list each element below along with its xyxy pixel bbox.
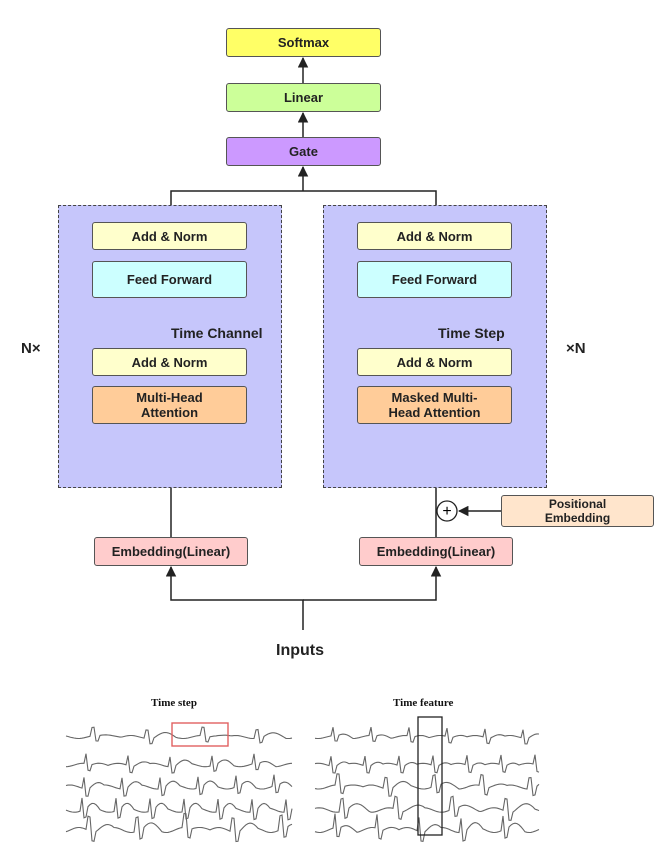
positional-embedding-label: Positional Embedding (544, 497, 611, 525)
right-add-norm-bottom-label: Add & Norm (396, 354, 473, 370)
left-add-norm-bottom: Add & Norm (92, 348, 247, 376)
left-signal-trace (65, 812, 293, 843)
time-step-caption: Time step (151, 697, 197, 709)
left-embedding-label: Embedding(Linear) (111, 544, 231, 559)
right-embedding-label: Embedding(Linear) (376, 544, 496, 559)
right-signal-trace (314, 795, 540, 821)
left-add-norm-bottom-label: Add & Norm (131, 354, 208, 370)
time-feature-highlight (417, 716, 443, 836)
right-feed-forward: Feed Forward (357, 261, 512, 298)
left-signal-trace (65, 753, 293, 774)
left-signal-trace (65, 774, 293, 797)
right-signal-trace (314, 726, 540, 745)
positional-embedding-box: Positional Embedding (501, 495, 654, 527)
right-embedding-box: Embedding(Linear) (359, 537, 513, 566)
masked-attention-label: Masked Multi- Head Attention (388, 390, 481, 420)
right-signal-trace (314, 773, 540, 797)
left-add-norm-top: Add & Norm (92, 222, 247, 250)
positional-add-symbol: + (442, 503, 451, 520)
right-feed-forward-label: Feed Forward (391, 272, 478, 287)
softmax-label: Softmax (277, 35, 330, 50)
time-channel-block (58, 205, 282, 488)
arrow-inputs-right (303, 565, 442, 601)
left-repeat-label: N× (21, 340, 41, 357)
linear-label: Linear (283, 90, 323, 105)
right-add-norm-top-label: Add & Norm (396, 228, 473, 244)
left-signal-trace (65, 797, 293, 821)
time-step-title: Time Step (438, 325, 505, 341)
left-feed-forward: Feed Forward (92, 261, 247, 298)
left-signal-trace (65, 726, 293, 745)
right-add-norm-top: Add & Norm (357, 222, 512, 250)
right-signal-trace (314, 754, 540, 774)
softmax-box: Softmax (226, 28, 381, 57)
time-channel-title: Time Channel (171, 325, 263, 341)
gate-label: Gate (289, 144, 318, 159)
multi-head-attention-box: Multi-Head Attention (92, 386, 247, 424)
gate-box: Gate (226, 137, 381, 166)
arrow-inputs-left (165, 565, 304, 630)
time-feature-caption: Time feature (393, 697, 454, 709)
right-add-norm-bottom: Add & Norm (357, 348, 512, 376)
time-step-highlight (171, 722, 229, 747)
left-add-norm-top-label: Add & Norm (131, 228, 208, 244)
linear-box: Linear (226, 83, 381, 112)
right-repeat-label: ×N (566, 340, 586, 357)
left-embedding-box: Embedding(Linear) (94, 537, 248, 566)
right-signal-trace (314, 813, 540, 843)
time-step-block (323, 205, 547, 488)
left-feed-forward-label: Feed Forward (126, 272, 213, 287)
multi-head-attention-label: Multi-Head Attention (136, 390, 203, 420)
masked-attention-box: Masked Multi- Head Attention (357, 386, 512, 424)
inputs-label: Inputs (276, 642, 324, 659)
positional-add-circle (436, 500, 458, 522)
